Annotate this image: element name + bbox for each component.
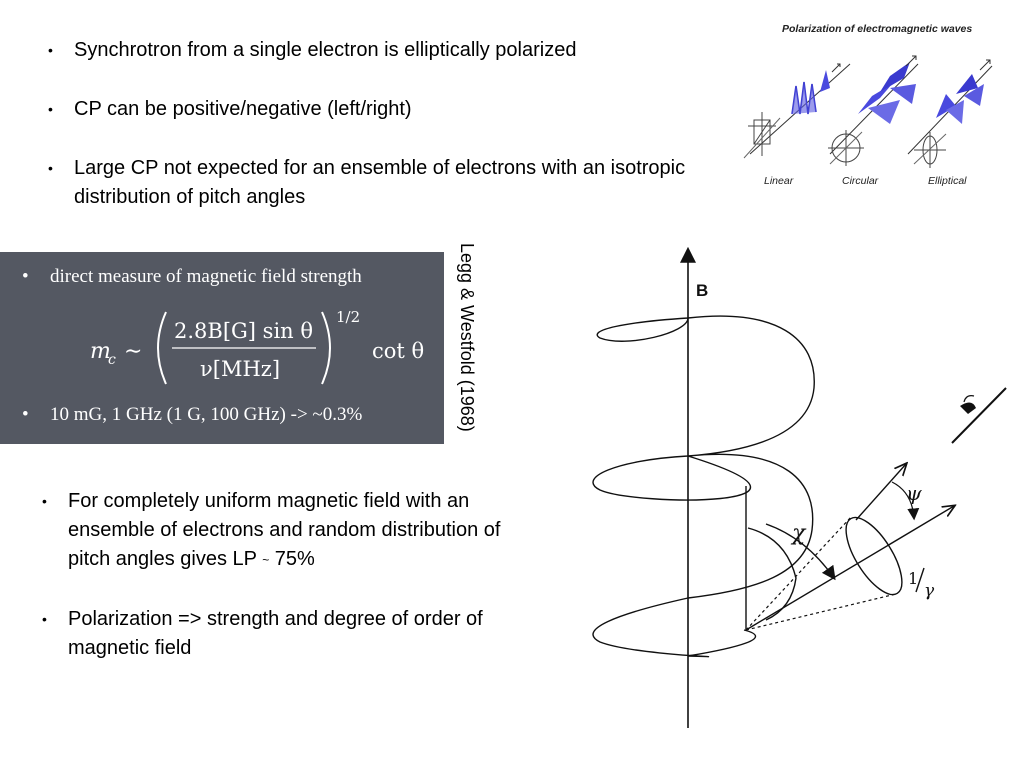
bullet-item: •CP can be positive/negative (left/right… [48, 98, 412, 120]
bullet-item: •Synchrotron from a single electron is e… [48, 39, 577, 61]
elliptical-label: Elliptical [928, 175, 967, 187]
one-over-gamma-denominator: γ [924, 581, 935, 601]
bullet-text: Synchrotron from a single electron is el… [74, 39, 577, 61]
psi-label: ψ [906, 481, 922, 505]
formula-lhs-sub: c [108, 352, 116, 368]
formula-bullet-2: •10 mG, 1 GHz (1 G, 100 GHz) -> ~0.3% [22, 404, 363, 425]
observer-eye-icon [951, 387, 1007, 444]
formula-numerator: 2.8B[G] sin θ [174, 319, 313, 343]
bullet-text: Large CP not expected for an ensemble of… [74, 157, 686, 208]
formula-denominator: ν[MHz] [200, 357, 280, 381]
bullet-text: For completely uniform magnetic field wi… [68, 490, 501, 570]
polarization-figure-title: Polarization of electromagnetic waves [782, 23, 972, 35]
top-bullet-list: •Synchrotron from a single electron is e… [46, 36, 726, 242]
citation: Legg & Westfold (1968) [457, 243, 477, 432]
linear-label: Linear [764, 175, 794, 187]
formula-bullet-1-text: direct measure of magnetic field strengt… [50, 266, 362, 287]
bullet-item: •For completely uniform magnetic field w… [42, 490, 501, 570]
chi-label: χ [790, 521, 807, 546]
circular-label: Circular [842, 175, 879, 187]
formula-lhs: m [90, 339, 111, 364]
helix-path [592, 315, 815, 658]
magnetic-field-formula: m c ∼ 2.8B[G] sin θ ν[MHz] 1/2 cot θ [90, 308, 424, 385]
elliptical-wave-icon [907, 59, 993, 168]
bottom-bullet-list: •For completely uniform magnetic field w… [40, 487, 540, 693]
polarization-figure: Polarization of electromagnetic waves [743, 23, 993, 187]
formula-bullet-1: •direct measure of magnetic field streng… [22, 266, 362, 287]
bullet-text: CP can be positive/negative (left/right) [74, 98, 412, 120]
approx-symbol: ~ [262, 553, 270, 567]
bullet-item: •Polarization => strength and degree of … [42, 608, 483, 659]
linear-wave-icon [743, 63, 851, 159]
electron-helix-diagram: B χ ψ 1 γ [592, 246, 1007, 728]
formula-bullet-2-text: 10 mG, 1 GHz (1 G, 100 GHz) -> ~0.3% [50, 404, 363, 425]
bullet-item: •Large CP not expected for an ensemble o… [48, 157, 686, 208]
formula-sim: ∼ [124, 339, 142, 364]
b-axis-label: B [696, 281, 708, 300]
one-over-gamma-numerator: 1 [908, 569, 918, 588]
formula-exponent: 1/2 [336, 308, 360, 326]
bullet-text: Polarization => strength and degree of o… [68, 608, 483, 659]
circular-wave-icon [828, 55, 919, 166]
formula-rhs: cot θ [372, 339, 424, 363]
lp-value: 75% [274, 548, 315, 570]
formula-panel: •direct measure of magnetic field streng… [0, 252, 444, 444]
